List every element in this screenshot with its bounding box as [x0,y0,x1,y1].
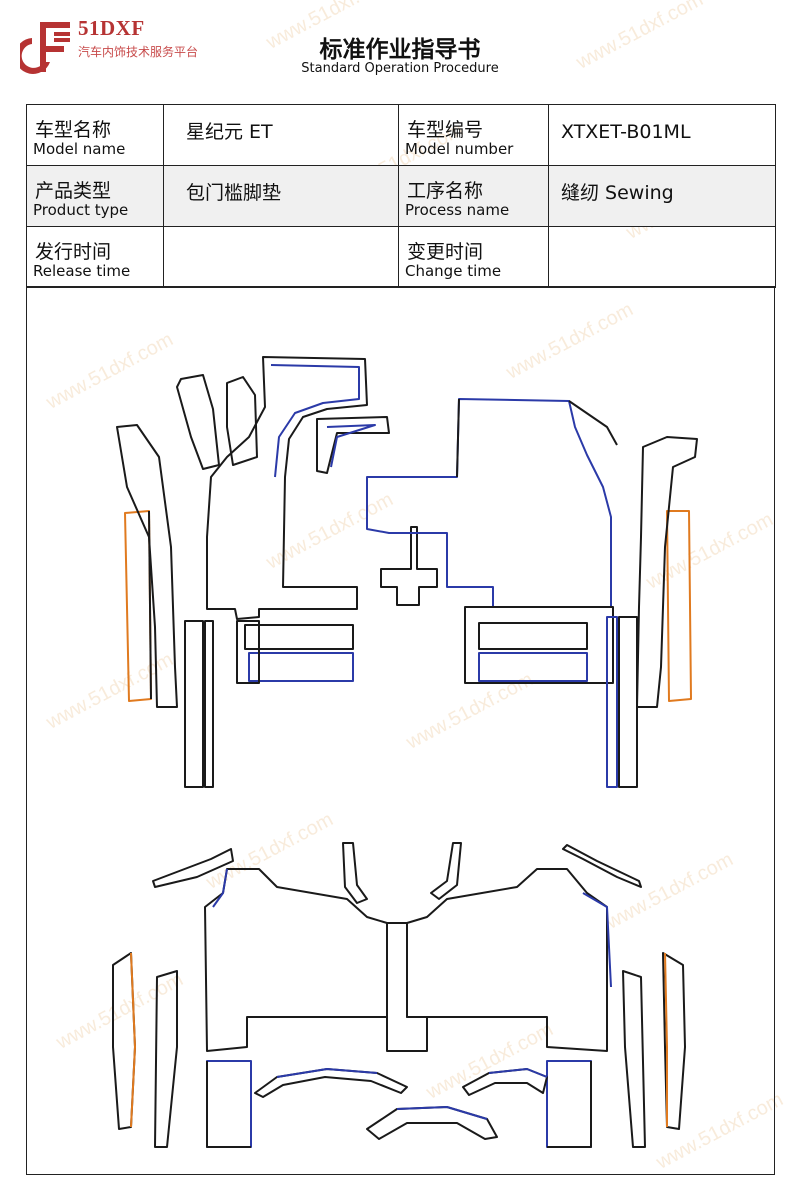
info-row-product: 产品类型 Product type 包门槛脚垫 工序名称 Process nam… [26,165,776,227]
front-left-mat-sewing-line [270,364,360,478]
left-sill-strip [116,424,178,708]
pattern-drawing-area [26,286,775,1175]
value-cell [163,226,399,288]
rear-right-side-strip-orange [664,952,668,1127]
front-left-trim-block [248,652,354,682]
value-cell: 包门槛脚垫 [163,165,399,227]
logo-mark-icon [15,22,70,74]
rear-left-mat-outline [204,868,388,1052]
right-sill-strip-outer [666,510,692,702]
front-left-heel-pad [176,374,220,470]
info-table: 车型名称 Model name 星纪元 ET 车型编号 Model number… [26,104,776,288]
value-cell: 星纪元 ET [163,104,399,166]
value-cell: XTXET-B01ML [548,104,776,166]
label-zh: 发行时间 [35,241,112,263]
label-zh: 变更时间 [407,241,484,263]
model-number-value: XTXET-B01ML [561,121,691,143]
document-subtitle: Standard Operation Procedure [301,61,499,76]
front-right-mat-outline-black [456,398,618,478]
label-cell: 车型编号 Model number [398,104,549,166]
product-type-value: 包门槛脚垫 [186,182,282,204]
rear-right-mat-outline [406,868,608,1052]
rear-right-block [546,1060,592,1148]
label-en: Model name [33,140,126,158]
rear-left-tab [342,842,368,904]
label-en: Process name [405,201,510,219]
front-right-trim-block [478,622,588,650]
rear-left-block [206,1060,252,1148]
logo: 51DXF 汽车内饰技术服务平台 [15,16,240,78]
change-time-value [549,227,775,243]
front-left-pedal-cutout-inner [326,424,376,468]
label-zh: 工序名称 [407,180,484,202]
document-title: 标准作业指导书 [319,37,481,63]
right-sill-strip-long [606,616,618,788]
model-name-value: 星纪元 ET [186,121,273,143]
label-en: Release time [33,262,131,280]
value-cell: 缝纫 Sewing [548,165,776,227]
rear-right-side-strip-2 [622,970,646,1148]
right-sill-strip-long-2 [618,616,638,788]
label-zh: 车型名称 [35,119,112,141]
rear-right-mat-sewing [582,892,612,988]
rear-center-bridge-sewing [396,1106,488,1120]
rear-right-side-strip [662,952,686,1130]
logo-text: 51DXF 汽车内饰技术服务平台 [78,16,198,60]
rear-left-mat-sewing [212,868,228,908]
front-left-pedal-cutout [316,416,390,474]
rear-right-block-black [547,1061,592,1148]
info-row-time: 发行时间 Release time 变更时间 Change time [26,226,776,288]
process-name-value: 缝纫 Sewing [561,182,674,204]
label-cell: 变更时间 Change time [398,226,549,288]
rear-right-armrest [562,844,642,888]
left-sill-strip-outer [124,510,152,702]
rear-left-armrest [152,848,234,888]
rear-left-side-strip-2 [154,970,178,1148]
label-cell: 产品类型 Product type [26,165,164,227]
left-sill-strip-long [184,620,204,788]
label-en: Change time [405,262,502,280]
front-right-trim-block [478,652,588,682]
label-en: Model number [405,140,514,158]
rear-left-bridge-sewing [276,1068,378,1078]
info-row-model: 车型名称 Model name 星纪元 ET 车型编号 Model number… [26,104,776,166]
rear-left-side-strip-orange [130,952,136,1128]
front-left-side-pad [226,376,258,466]
front-left-trim-block [244,624,354,650]
rear-center-bridge [366,1106,498,1140]
right-sill-strip [636,436,698,708]
front-left-trim-frame [236,620,260,684]
logo-slogan: 汽车内饰技术服务平台 [78,45,199,59]
front-left-mat-outline [206,356,368,620]
front-right-trim-frame [464,606,614,684]
label-zh: 产品类型 [35,180,112,202]
logo-brand: 51DXF [78,16,145,40]
floor-mat-pattern-drawing [112,356,698,1148]
rear-left-block-black [206,1061,251,1148]
label-cell: 车型名称 Model name [26,104,164,166]
front-right-mat-outline [366,398,612,608]
left-sill-strip-long-2 [204,620,214,788]
rear-mat-set [112,842,686,1148]
value-cell [548,226,776,288]
label-en: Product type [33,201,129,219]
rear-right-bridge-sewing [488,1068,548,1078]
label-zh: 车型编号 [407,119,484,141]
label-cell: 发行时间 Release time [26,226,164,288]
rear-right-tab [430,842,462,900]
release-time-value [164,227,398,243]
front-center-tunnel [380,526,438,606]
front-mat-set [116,356,698,788]
label-cell: 工序名称 Process name [398,165,549,227]
rear-left-bridge [254,1068,408,1098]
